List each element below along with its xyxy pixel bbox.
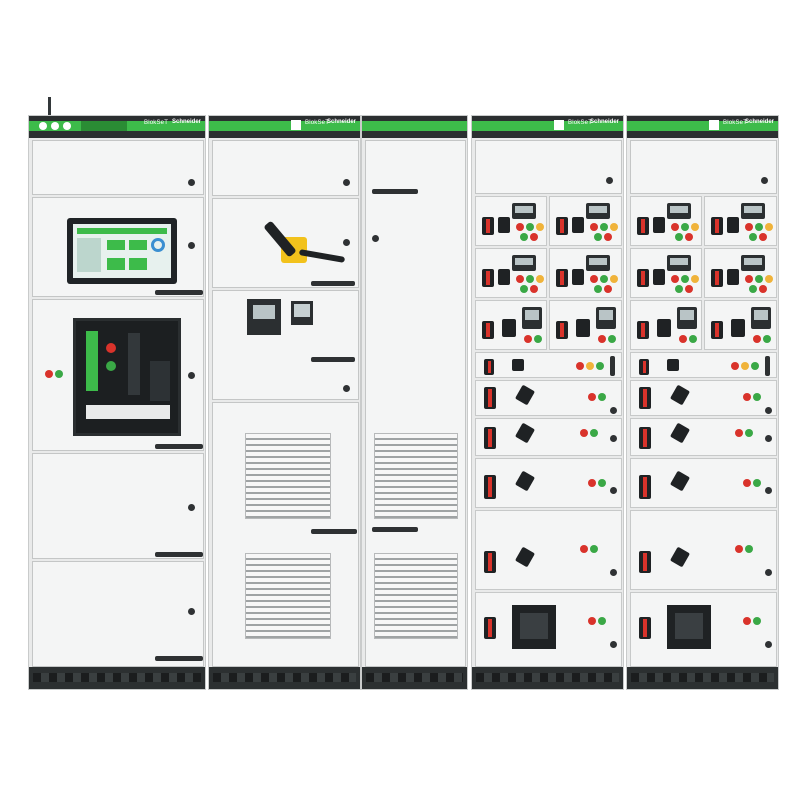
door-latch-icon [372,235,379,242]
door-latch-icon [188,372,195,379]
ventilation-grille [245,553,331,639]
door-handle [155,444,203,449]
moulded-case-breaker [667,605,711,649]
drawer-module [704,300,777,350]
breaker-door [32,299,204,451]
drawer-module [475,300,547,350]
column-mcc-2: BlokSeT Schneider [626,115,779,690]
schneider-logo: Schneider [171,119,201,125]
drawer-module [475,248,547,298]
digital-meter [247,299,281,335]
plinth [472,667,623,689]
drawer-wide [475,458,622,508]
drawer-wide [475,352,622,378]
drawer-wide [475,380,622,416]
header-band: BlokSeT Schneider [209,116,360,138]
power-meter [291,301,313,325]
door-handle [372,189,418,194]
drawer-wide [475,510,622,590]
door-latch-icon [188,608,195,615]
door-handle [155,552,203,557]
door-latch-icon [343,239,350,246]
door-latch-icon [188,179,195,186]
drawer-wide [630,352,777,378]
tall-door [365,140,466,667]
schneider-logo: Schneider [744,119,774,125]
column-3 [361,115,468,690]
top-panel [212,140,359,196]
header-band: BlokSeT Schneider [472,116,623,138]
hmi-door [32,197,204,297]
range-tag: BlokSeT [568,120,593,126]
ventilation-grille [245,433,331,519]
top-panel [32,140,204,195]
door-handle [372,527,418,532]
pilot-lamp-icon [55,370,63,378]
plinth [362,667,467,689]
drawer-breaker [630,592,777,667]
door-latch-icon [188,504,195,511]
touch-screen [67,218,177,284]
drawer-module [704,248,777,298]
schneider-logo: Schneider [589,119,619,125]
ventilation-grille [374,553,458,639]
isolator-panel [212,198,359,288]
drawer-module [549,248,622,298]
drawer-module [630,300,702,350]
door-latch-icon [188,242,195,249]
bottom-door [32,561,204,667]
header-band [362,116,467,138]
plinth [209,667,360,689]
antenna-icon [48,97,51,117]
door-latch-icon [761,177,768,184]
door-latch-icon [343,179,350,186]
drawer-wide [630,458,777,508]
top-panel [630,140,777,194]
schneider-logo: Schneider [326,119,356,125]
plinth [29,667,205,689]
pilot-lamp-icon [45,370,53,378]
door-handle [155,290,203,295]
column-mcc-1: BlokSeT Schneider [471,115,624,690]
drawer-wide [630,510,777,590]
range-tag: BlokSeT [305,120,330,126]
drawer-wide [475,418,622,456]
column-incomer: BlokSeT Schneider [28,115,206,690]
drawer-module [630,248,702,298]
drawer-module [549,300,622,350]
door-handle [311,357,355,362]
drawer-module [549,196,622,246]
ventilation-grille [374,433,458,519]
header-band: BlokSeT Schneider [627,116,778,138]
door-handle [311,529,357,534]
drawer-module [704,196,777,246]
meter-panel [212,290,359,400]
air-circuit-breaker [73,318,181,436]
drawer-wide [630,418,777,456]
drawer-module [475,196,547,246]
moulded-case-breaker [512,605,556,649]
column-2: BlokSeT Schneider [208,115,361,690]
drawer-wide [630,380,777,416]
ventilated-door-left [212,402,359,667]
drawer-breaker [475,592,622,667]
door-handle [311,281,355,286]
door-latch-icon [606,177,613,184]
header-band: BlokSeT Schneider [29,116,205,138]
range-tag: BlokSeT [144,120,169,126]
door-latch-icon [343,385,350,392]
top-panel [475,140,622,194]
range-tag: BlokSeT [723,120,748,126]
plinth [627,667,778,689]
drawer-module [630,196,702,246]
lower-door [32,453,204,559]
door-handle [155,656,203,661]
